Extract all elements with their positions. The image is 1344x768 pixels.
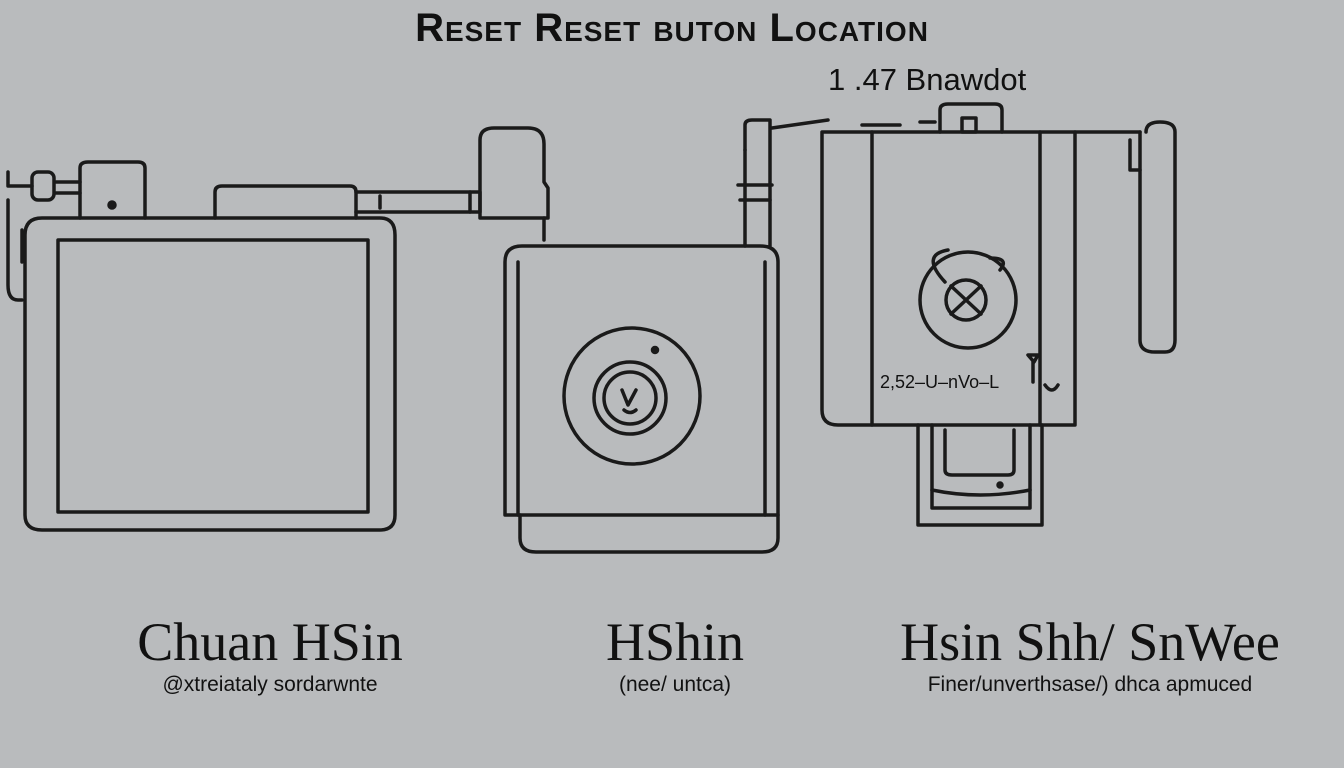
dimension-callout: 1 .47 Bnawdot (828, 62, 1027, 97)
device-2-name: HShin (605, 612, 745, 672)
device-3-name: Hsin Shh/ SnWee (900, 612, 1280, 672)
device-1-description: @xtreiataly sordarwnte (162, 673, 378, 696)
device-3-outline (820, 102, 1177, 527)
device-1-name: Chuan HSin (137, 612, 403, 672)
reset-button (592, 360, 668, 436)
diagram-title: Reset Reset buton Location (415, 6, 929, 50)
device-2-caption: HShin (nee/ untca) (510, 612, 840, 698)
device-2-description: (nee/ untca) (618, 673, 732, 696)
reset-button-outer-ring (562, 326, 702, 466)
part-code-label: 2,52–U–nVo–L (880, 372, 1000, 392)
device-3-caption: Hsin Shh/ SnWee Finer/unverthsase/) dhca… (870, 612, 1310, 698)
reset-button-3 (918, 250, 1018, 350)
device-1-outline (6, 126, 550, 532)
device-3-description: Finer/unverthsase/) dhca apmuced (927, 673, 1253, 696)
device-2-outline (503, 118, 830, 554)
device-1-caption: Chuan HSin @xtreiataly sordarwnte (60, 612, 480, 698)
